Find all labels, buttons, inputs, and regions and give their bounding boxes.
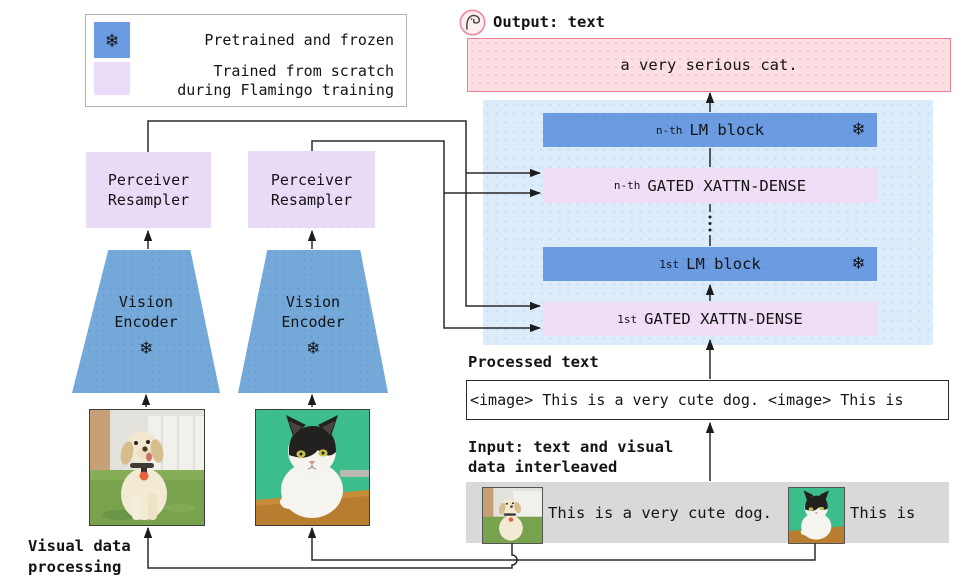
legend-frozen-label: Pretrained and frozen <box>204 31 394 49</box>
block-prefix: n-th <box>655 123 683 137</box>
cat-thumbnail <box>788 487 845 544</box>
nth-gated-xattn-dense-block: n-th GATED XATTN-DENSE <box>543 168 877 203</box>
block-label: GATED XATTN-DENSE <box>647 176 807 195</box>
dog-thumb-illustration <box>483 488 542 543</box>
legend-trained-label: Trained from scratch during Flamingo tra… <box>177 62 394 99</box>
nth-lm-block: n-th LM block ❄ <box>543 113 877 147</box>
block-label: LM block <box>689 121 765 139</box>
block-label: LM block <box>686 255 761 273</box>
snowflake-icon: ❄ <box>105 28 119 52</box>
first-lm-block: 1st LM block ❄ <box>543 247 877 281</box>
cat-thumb-illustration <box>789 488 844 543</box>
block-prefix: 1st <box>659 257 680 271</box>
output-text-box: a very serious cat. <box>467 38 951 92</box>
input-interleaved-bar: This is a very cute dog. This is <box>466 482 949 544</box>
vision-encoder-label: Vision Encoder <box>281 293 345 331</box>
frozen-swatch: ❄ <box>94 22 130 58</box>
vision-encoder-2: Vision Encoder ❄ <box>238 250 388 393</box>
input-label: Input: text and visual data interleaved <box>468 438 674 476</box>
legend: ❄ Pretrained and frozen Trained from scr… <box>85 14 407 107</box>
processed-text-box: <image> This is a very cute dog. <image>… <box>466 380 949 420</box>
flamingo-icon <box>459 9 486 36</box>
output-text: a very serious cat. <box>620 56 798 74</box>
block-label: GATED XATTN-DENSE <box>644 310 803 328</box>
first-gated-xattn-dense-block: 1st GATED XATTN-DENSE <box>543 302 877 336</box>
vision-encoder-label: Vision Encoder <box>114 293 178 331</box>
snowflake-icon: ❄ <box>307 337 319 359</box>
snowflake-icon: ❄ <box>852 118 864 141</box>
cat-photo-illustration <box>256 410 369 525</box>
block-prefix: n-th <box>613 179 641 192</box>
vision-encoder-1: Vision Encoder ❄ <box>72 250 220 393</box>
processed-text-label: Processed text <box>468 353 599 371</box>
block-prefix: 1st <box>617 312 638 326</box>
dog-photo-illustration <box>90 410 204 525</box>
cat-image <box>255 409 370 526</box>
dog-thumbnail <box>482 487 543 544</box>
dog-image <box>89 409 205 526</box>
snowflake-icon: ❄ <box>140 337 152 359</box>
input-text-segment-2: This is <box>850 504 916 522</box>
perceiver-resampler-2: Perceiver Resampler <box>248 151 375 228</box>
processed-text: <image> This is a very cute dog. <image>… <box>470 391 904 409</box>
input-text-segment-1: This is a very cute dog. <box>548 504 772 522</box>
perceiver-resampler-1: Perceiver Resampler <box>86 152 211 228</box>
trained-swatch <box>94 62 130 95</box>
visual-data-processing-label: Visual data processing <box>28 537 131 576</box>
snowflake-icon: ❄ <box>852 252 864 275</box>
output-label: Output: text <box>493 13 605 31</box>
